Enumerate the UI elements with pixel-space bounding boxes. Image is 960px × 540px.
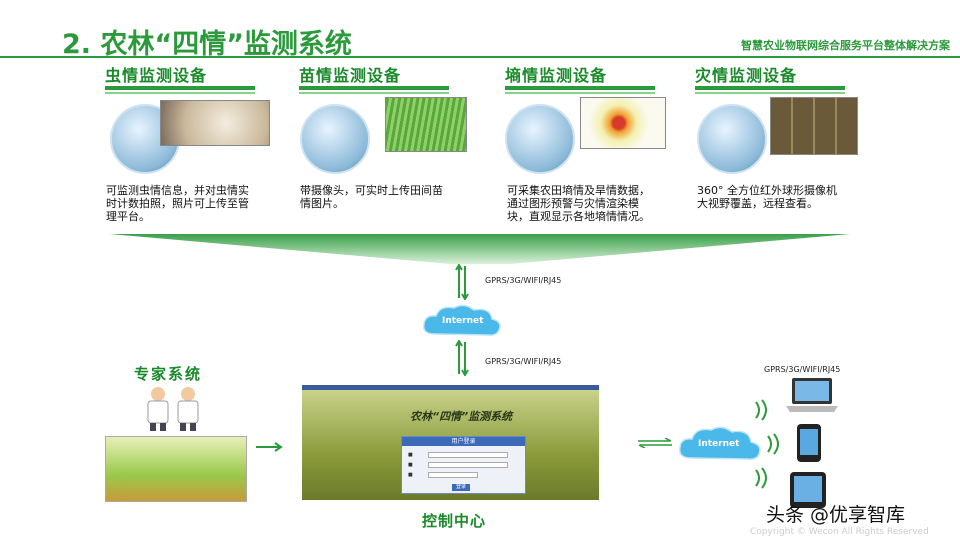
password-field-label: ■ <box>408 462 413 468</box>
expert-system-screenshot <box>105 436 247 502</box>
collection-funnel-arrow <box>110 234 850 264</box>
seedling-photo <box>385 97 467 152</box>
insect-photo <box>160 100 270 146</box>
device-soil: 墒情监测设备 <box>505 62 655 94</box>
device-underline <box>299 86 449 90</box>
device-underline <box>695 86 845 90</box>
bidirectional-arrow <box>638 438 672 448</box>
expert-system-label: 专家系统 <box>134 365 203 383</box>
laptop-icon <box>786 378 838 412</box>
page-subtitle: 智慧农业物联网综合服务平台整体解决方案 <box>741 39 950 52</box>
watermark: 头条 @优享智库 <box>766 504 906 526</box>
control-center-label: 控制中心 <box>422 512 487 530</box>
captcha-field-label: ■ <box>408 472 413 478</box>
expert-to-control-arrow <box>256 442 283 452</box>
device-label: 墒情监测设备 <box>505 66 608 85</box>
page-title: 2. 农林“四情”监测系统 <box>62 29 352 60</box>
device-label: 灾情监测设备 <box>695 66 798 85</box>
internet-cloud-label: Internet <box>698 439 740 449</box>
screen-system-title: 农林“四情”监测系统 <box>410 410 513 423</box>
smartphone-icon <box>797 424 821 462</box>
password-input[interactable] <box>428 462 508 468</box>
device-insect: 虫情监测设备 <box>105 62 255 94</box>
device-underline-light <box>299 92 449 94</box>
login-button[interactable]: 登录 <box>452 484 470 491</box>
network-protocol-label: GPRS/3G/WIFI/RJ45 <box>485 357 562 366</box>
device-underline-light <box>695 92 845 94</box>
control-center-screen: 农林“四情”监测系统 用户登录 ■ ■ ■ 登录 <box>302 385 599 500</box>
wifi-signal-icon <box>755 399 767 421</box>
device-description: 可采集农田墒情及旱情数据，通过图形预警与灾情渲染模块，直观显示各地墒情情况。 <box>507 184 650 223</box>
device-description: 可监测虫情信息，并对虫情实时计数拍照，照片可上传至管理平台。 <box>106 184 249 223</box>
internet-cloud-icon <box>422 304 501 336</box>
captcha-input[interactable] <box>428 472 478 478</box>
expert-doctors-icon <box>147 387 199 431</box>
disaster-device-image <box>697 104 767 174</box>
device-description: 360° 全方位红外球形摄像机大视野覆盖，远程查看。 <box>697 184 837 210</box>
device-underline <box>505 86 655 90</box>
device-seedling: 苗情监测设备 <box>299 62 449 94</box>
device-disaster: 灾情监测设备 <box>695 62 845 94</box>
wifi-signal-icon <box>755 467 767 489</box>
username-field-label: ■ <box>408 452 413 458</box>
device-underline-light <box>105 92 255 94</box>
seedling-device-image <box>300 104 370 174</box>
soil-heatmap-photo <box>580 97 666 149</box>
soil-device-image <box>505 104 575 174</box>
device-underline <box>105 86 255 90</box>
bottom-link-arrows <box>455 340 469 376</box>
internet-cloud-icon <box>678 426 761 460</box>
wifi-signal-icon <box>767 433 779 455</box>
internet-cloud-label: Internet <box>442 316 484 326</box>
network-protocol-label: GPRS/3G/WIFI/RJ45 <box>764 365 841 374</box>
device-label: 虫情监测设备 <box>105 66 208 85</box>
device-underline-light <box>505 92 655 94</box>
login-title: 用户登录 <box>402 437 525 446</box>
username-input[interactable] <box>428 452 508 458</box>
device-label: 苗情监测设备 <box>299 66 402 85</box>
copyright-text: Copyright © Wecon All Rights Reserved <box>750 527 929 537</box>
title-divider <box>0 56 960 58</box>
tablet-icon <box>790 472 826 508</box>
login-panel: 用户登录 ■ ■ ■ 登录 <box>401 436 526 494</box>
device-description: 带摄像头，可实时上传田间苗情图片。 <box>300 184 443 210</box>
disaster-photo-grid <box>770 97 858 155</box>
network-protocol-label: GPRS/3G/WIFI/RJ45 <box>485 276 562 285</box>
top-link-arrows <box>455 264 469 300</box>
